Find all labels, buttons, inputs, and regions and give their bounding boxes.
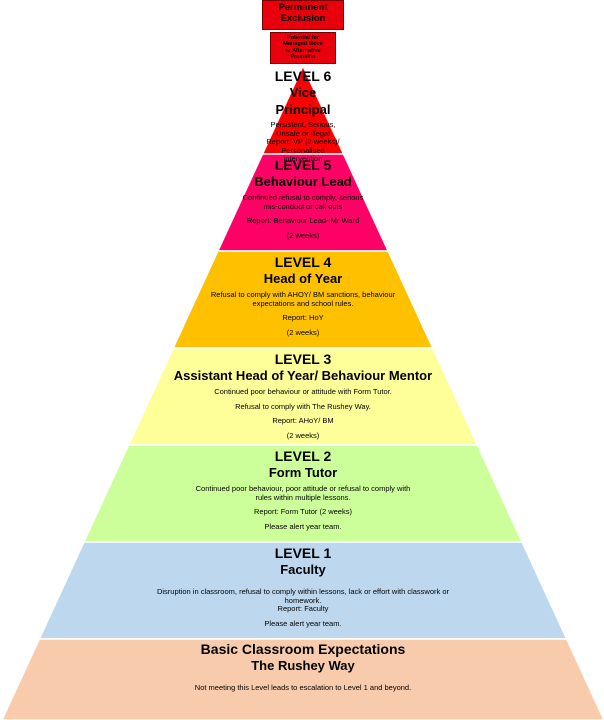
level-title: LEVEL 3 bbox=[274, 351, 332, 367]
level-title: LEVEL 6 bbox=[274, 68, 332, 84]
level-body-line: Report: Behaviour Lead- Mr Ward bbox=[246, 216, 360, 226]
level-subtitle: Assistant Head of Year/ Behaviour Mentor bbox=[173, 368, 433, 384]
top-box-line: or Alternative bbox=[285, 47, 321, 54]
level-subtitle: Faculty bbox=[280, 562, 326, 578]
level-body-line: Not meeting this Level leads to escalati… bbox=[194, 683, 412, 693]
level-title: LEVEL 5 bbox=[274, 157, 332, 173]
level-body-line: Continued refusal to comply, serious bbox=[242, 193, 364, 203]
top-box-line: Provision bbox=[290, 53, 316, 60]
level-body-line: Report: Faculty bbox=[277, 604, 329, 614]
level-body-line: Unsafe or illegal bbox=[276, 128, 330, 138]
level-title: LEVEL 1 bbox=[274, 545, 332, 561]
level-subtitle: Principal bbox=[275, 102, 331, 118]
top-box-line: Potential for bbox=[286, 35, 320, 41]
level-subtitle: Behaviour Lead bbox=[254, 174, 352, 190]
top-box-line: Permanent bbox=[278, 2, 328, 13]
level-body-line: Disruption in classroom, refusal to comp… bbox=[156, 587, 450, 597]
level-body-line: expectations and school rules. bbox=[252, 298, 354, 308]
level-title: LEVEL 2 bbox=[274, 448, 332, 464]
level-body-line: (2 weeks) bbox=[286, 430, 320, 440]
level-body-line: (2 weeks) bbox=[286, 230, 320, 240]
level-body-line: mis-conduct or call outs bbox=[263, 201, 343, 211]
level-title: LEVEL 4 bbox=[274, 254, 332, 270]
level-body-line: Persistent, Serious, bbox=[270, 119, 336, 129]
level-subtitle: Form Tutor bbox=[268, 465, 338, 481]
level-body-line: Personalised intervention bbox=[281, 145, 325, 164]
level-body-line: Refusal to comply with The Rushey Way. bbox=[235, 401, 371, 411]
level-subtitle: Head of Year bbox=[263, 271, 343, 287]
level-body-line: Please alert year team. bbox=[264, 521, 342, 531]
level-body-line: Continued poor behaviour or attitude wit… bbox=[214, 387, 392, 397]
level-body-line: (2 weeks) bbox=[286, 327, 320, 337]
top-box-line: Managed Move bbox=[283, 41, 323, 48]
level-body-line: Report: HoY bbox=[282, 313, 324, 323]
level-body-line: Please alert year team. bbox=[264, 618, 342, 628]
level-body-line: Report: Form Tutor (2 weeks) bbox=[254, 507, 352, 517]
level-title: Basic Classroom Expectations bbox=[200, 641, 406, 657]
level-body-line: Continued poor behaviour, poor attitude … bbox=[195, 484, 411, 494]
top-box-line: Exclusion bbox=[280, 12, 326, 24]
level-subtitle: The Rushey Way bbox=[251, 658, 355, 674]
level-subtitle: Vice bbox=[289, 85, 317, 101]
level-body-line: rules within multiple lessons. bbox=[255, 492, 351, 502]
level-body-line: Refusal to comply with AHOY/ BM sanction… bbox=[210, 290, 396, 300]
pyramid-band-7 bbox=[1, 638, 604, 720]
level-body-line: Report: AHoY/ BM bbox=[272, 416, 334, 426]
level-body-line: homework. bbox=[284, 595, 322, 605]
level-body-line: Report: VP (2 weeks)/ bbox=[266, 137, 340, 147]
